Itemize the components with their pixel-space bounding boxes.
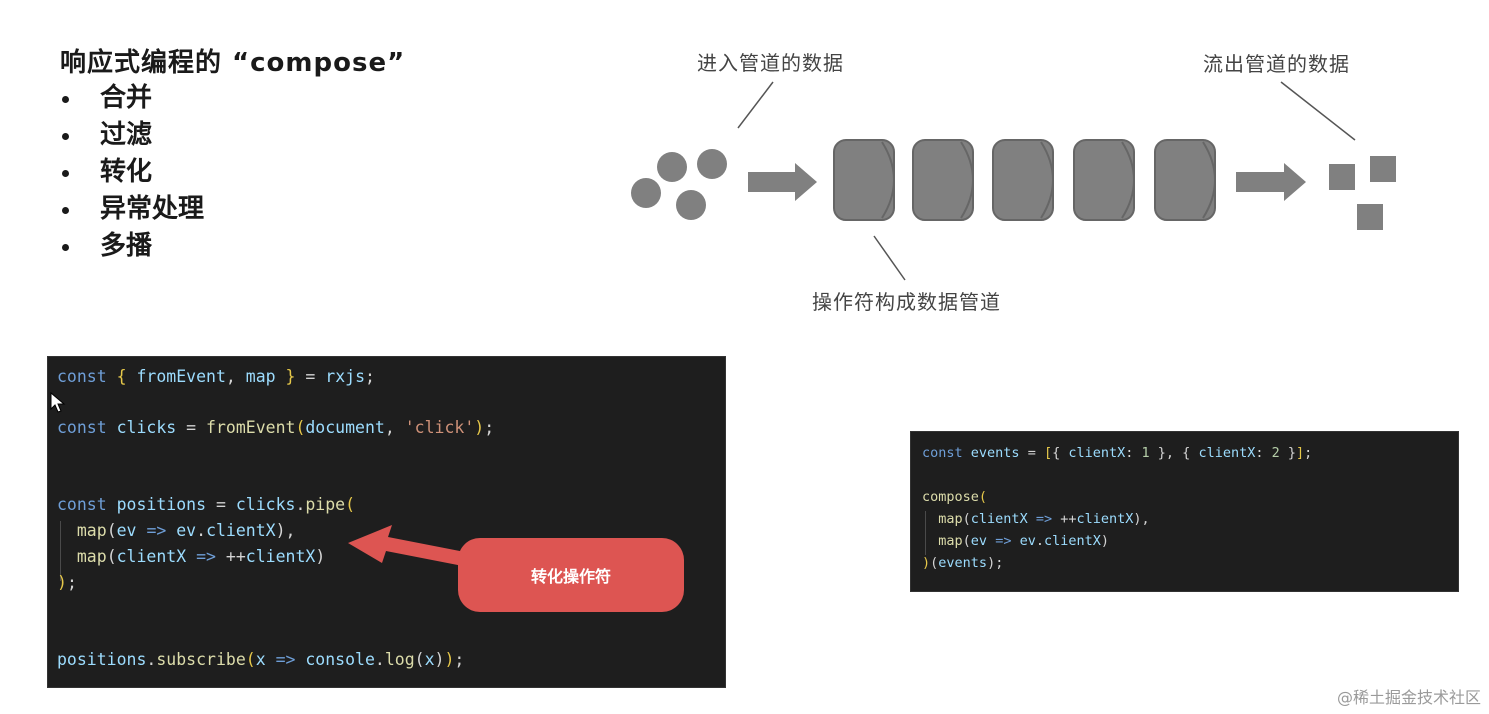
- pipeline-leader-line: [873, 235, 906, 281]
- code-line: compose(: [922, 489, 988, 505]
- slide-title: 响应式编程的 “compose”: [60, 48, 406, 78]
- rxjs-code-panel: const { fromEvent, map } = rxjs; const c…: [47, 356, 726, 688]
- output-data-squares: [1329, 156, 1396, 230]
- bullet-text: 转化: [100, 157, 153, 187]
- bullet-dot: [62, 244, 69, 251]
- code-line: positions.subscribe(x => console.log(x))…: [57, 650, 465, 669]
- code-line: const positions = clicks.pipe(: [57, 495, 356, 514]
- bullet-item: 多播: [60, 228, 204, 265]
- code-line: map(ev => ev.clientX): [938, 533, 1110, 549]
- code-line: );: [57, 573, 77, 592]
- code-line: map(clientX => ++clientX): [76, 547, 326, 566]
- pipeline-label: 操作符构成数据管道: [812, 290, 1001, 314]
- bullet-dot: [62, 170, 69, 177]
- bullet-dot: [62, 207, 69, 214]
- arrow-out-icon: [1236, 163, 1306, 201]
- pipeline-diagram: [631, 81, 1396, 281]
- bullet-text: 过滤: [100, 120, 153, 150]
- indent-guide: [60, 521, 61, 581]
- input-data-circles: [631, 149, 727, 220]
- watermark: @稀土掘金技术社区: [1336, 688, 1481, 707]
- indent-guide: [925, 511, 926, 555]
- arrow-in-icon: [748, 163, 817, 201]
- code-line: const { fromEvent, map } = rxjs;: [57, 367, 375, 386]
- callout-box: 转化操作符: [458, 538, 684, 612]
- bullet-text: 异常处理: [100, 194, 205, 224]
- code-line: )(events);: [922, 555, 1004, 571]
- code-line: map(ev => ev.clientX),: [76, 521, 296, 540]
- bullet-item: 异常处理: [60, 191, 204, 228]
- cursor-icon: [50, 391, 66, 413]
- bullet-dot: [62, 96, 69, 103]
- callout-label: 转化操作符: [530, 567, 611, 586]
- bullet-dot: [62, 133, 69, 140]
- bullet-list: 合并 过滤 转化 异常处理 多播: [60, 80, 204, 265]
- compose-code-panel: const events = [{ clientX: 1 }, { client…: [910, 431, 1459, 592]
- input-data-label: 进入管道的数据: [697, 51, 844, 75]
- output-leader-line: [1280, 81, 1356, 141]
- bullet-text: 多播: [100, 231, 153, 261]
- pipeline-cylinders: [833, 139, 1216, 221]
- code-line: map(clientX => ++clientX),: [938, 511, 1150, 527]
- output-data-label: 流出管道的数据: [1203, 52, 1350, 76]
- input-leader-line: [737, 81, 774, 129]
- code-line: const events = [{ clientX: 1 }, { client…: [922, 445, 1313, 461]
- bullet-item: 转化: [60, 154, 204, 191]
- bullet-item: 合并: [60, 80, 204, 117]
- bullet-item: 过滤: [60, 117, 204, 154]
- callout-arrow-icon: [348, 525, 470, 567]
- bullet-text: 合并: [100, 83, 153, 113]
- code-line: const clicks = fromEvent(document, 'clic…: [57, 418, 495, 437]
